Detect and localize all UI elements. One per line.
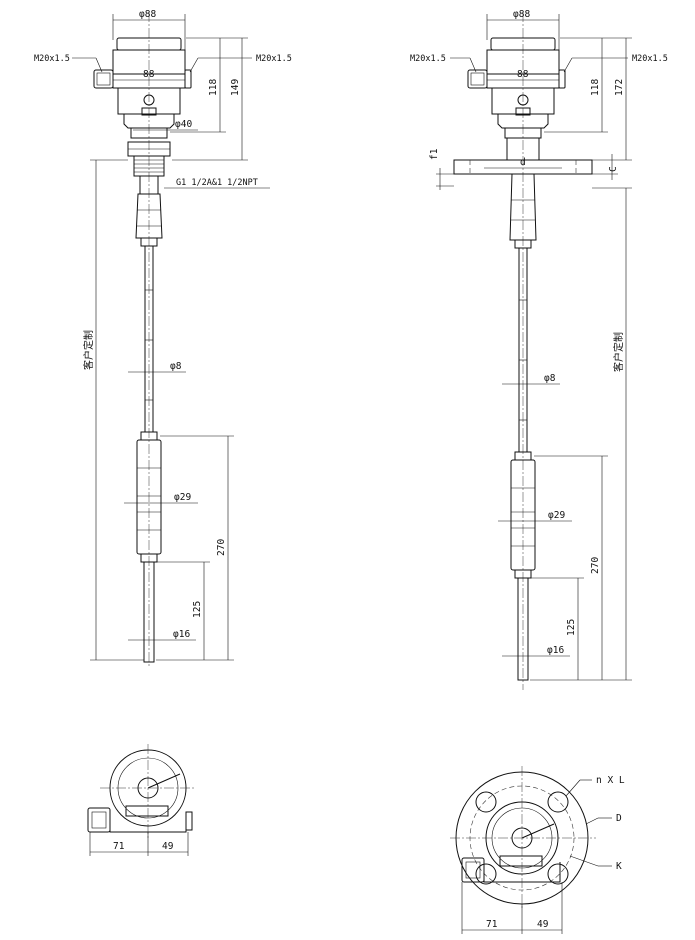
- right-weight: [510, 451, 536, 681]
- top-left-dim-49: 49: [162, 841, 174, 852]
- right-dimensions: φ88 88 M20x1.5 M20x1.5 118 172 d: [410, 9, 668, 681]
- right-height-172-label: 172: [614, 79, 625, 96]
- right-rope: [518, 248, 528, 452]
- top-left-dim-71: 71: [113, 841, 125, 852]
- right-rod-dia-label: φ16: [547, 645, 564, 656]
- right-housing: [467, 37, 566, 139]
- left-neck-dia-label: φ40: [175, 119, 192, 130]
- right-gland-left-label: M20x1.5: [410, 54, 446, 64]
- left-rod-len-label: 125: [192, 601, 203, 618]
- left-dimensions: φ88 88 M20x1.5 M20x1.5 118 149 φ40: [34, 9, 292, 661]
- right-weight-dia-label: φ29: [548, 510, 565, 521]
- right-flange: [453, 137, 593, 249]
- left-custom-length-label: 客户定制: [82, 330, 95, 370]
- top-right-bolt-k-label: K: [616, 861, 622, 872]
- left-weight-dia-label: φ29: [174, 492, 191, 503]
- left-height-149-label: 149: [230, 79, 241, 96]
- right-rod-len-label: 125: [566, 619, 577, 636]
- left-dia-head-label: φ88: [139, 9, 156, 20]
- right-elevation-view: φ88 88 M20x1.5 M20x1.5 118 172 d: [410, 9, 668, 690]
- right-flange-f1-label: f1: [429, 148, 440, 160]
- right-height-118-label: 118: [590, 79, 601, 96]
- top-right-dim-49: 49: [537, 919, 549, 930]
- left-rope: [144, 246, 154, 432]
- right-rope-dia-label: φ8: [544, 373, 556, 384]
- right-weight-len-label: 270: [590, 557, 601, 574]
- left-housing: [93, 37, 192, 139]
- top-view-thread: 71 49: [87, 744, 196, 856]
- right-dia-head-label: φ88: [513, 9, 530, 20]
- top-view-flange: n X L D K 71 49: [450, 766, 625, 934]
- left-elevation-view: φ88 88 M20x1.5 M20x1.5 118 149 φ40: [34, 9, 292, 668]
- left-rope-dia-label: φ8: [170, 361, 182, 372]
- top-right-outer-d-label: D: [616, 813, 622, 824]
- right-flange-d-label: d: [520, 157, 526, 168]
- left-weight-len-label: 270: [216, 539, 227, 556]
- left-height-118-label: 118: [208, 79, 219, 96]
- top-right-dim-71: 71: [486, 919, 498, 930]
- right-body-width-label: 88: [517, 69, 529, 80]
- right-gland-right-label: M20x1.5: [632, 54, 668, 64]
- left-gland-left-label: M20x1.5: [34, 54, 70, 64]
- left-body-width-label: 88: [143, 69, 155, 80]
- left-gland-right-label: M20x1.5: [256, 54, 292, 64]
- left-process-connection: [127, 141, 171, 247]
- left-rod-dia-label: φ16: [173, 629, 190, 640]
- right-flange-c-label: C: [608, 166, 619, 172]
- left-weight: [136, 431, 162, 663]
- right-custom-length-label: 客户定制: [612, 332, 625, 372]
- top-right-holes-label: n X L: [596, 775, 625, 786]
- left-thread-label: G1 1/2A&1 1/2NPT: [176, 178, 258, 188]
